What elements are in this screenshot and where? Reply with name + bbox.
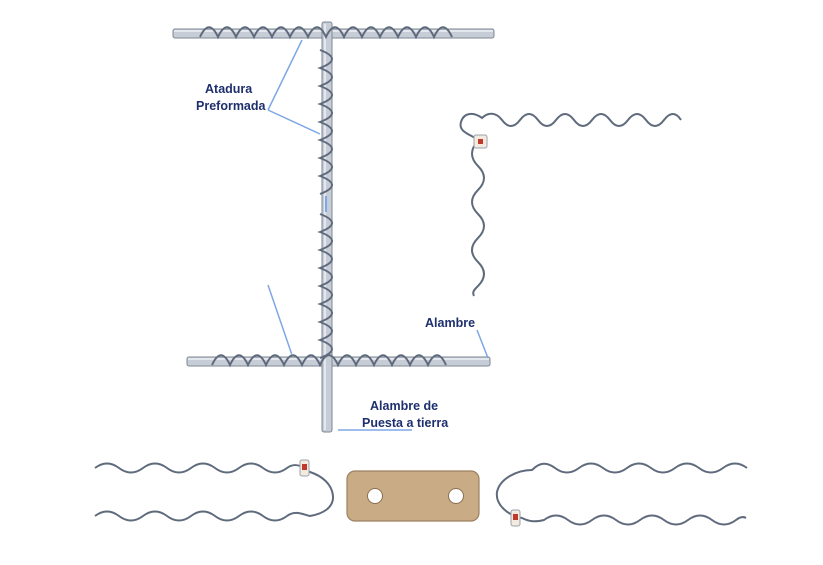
label-puesta-line2: Puesta a tierra	[362, 416, 449, 430]
tie-tag-hanging	[473, 134, 488, 149]
label-atadura-line2: Preformada	[196, 99, 267, 113]
label-puesta-line1: Alambre de	[370, 399, 438, 413]
leader-lower-tie	[267, 284, 293, 356]
leader-atadura-rod	[267, 109, 321, 135]
standalone-tie-hanging	[459, 112, 682, 297]
vertical-preformed-tie	[317, 49, 333, 359]
tie-tag-left	[299, 459, 310, 477]
leader-atadura-upper	[267, 39, 303, 111]
bottom-left-tie	[94, 462, 335, 522]
leader-lines	[267, 39, 489, 431]
bottom-right-tie	[495, 462, 748, 526]
grounding-plate	[346, 470, 480, 522]
tie-tag-right	[510, 509, 521, 527]
upper-preformed-tie	[199, 26, 453, 40]
leader-alambre	[476, 329, 489, 359]
label-alambre: Alambre	[425, 316, 475, 330]
lower-preformed-tie	[211, 354, 447, 368]
label-atadura-line1: Atadura	[205, 82, 253, 96]
